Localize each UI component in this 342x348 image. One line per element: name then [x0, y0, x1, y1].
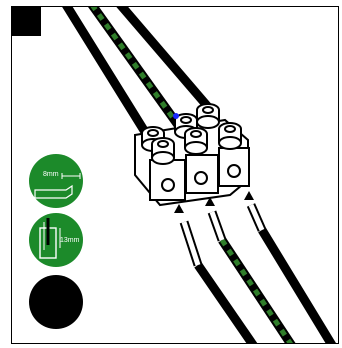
- lower-wire-earth: [222, 240, 298, 348]
- stripped-end-left: [184, 222, 198, 265]
- lower-wire-right: [262, 230, 338, 348]
- insert-wire-icon: 13mm: [29, 213, 83, 267]
- blue-accent-dot: [173, 113, 179, 119]
- stripped-end-earth: [212, 212, 222, 240]
- insert-depth-label: 13mm: [60, 237, 80, 244]
- strip-length-label: 8mm: [43, 171, 59, 178]
- stripped-end-right: [251, 205, 262, 230]
- terminal-block: [135, 104, 249, 205]
- strip-wire-icon: 8mm: [29, 154, 83, 208]
- blank-step-icon: [29, 275, 83, 329]
